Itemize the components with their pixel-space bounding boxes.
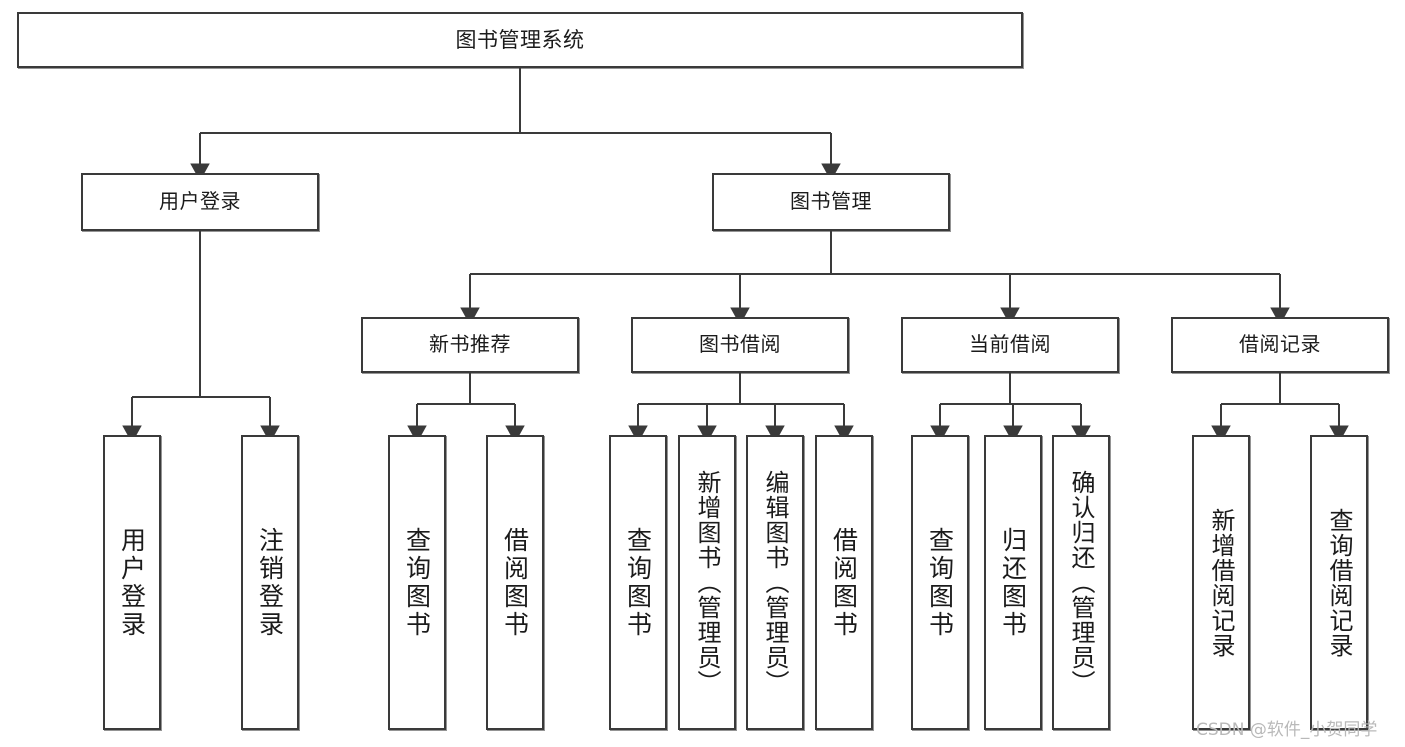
node-leaf_bb_add[interactable]: 新增图书（管理员） [678, 435, 736, 730]
node-label-leaf_rec_borrow: 借阅图书 [500, 526, 530, 639]
node-label-book_borrow: 图书借阅 [699, 332, 781, 357]
node-leaf_br_add[interactable]: 新增借阅记录 [1192, 435, 1250, 730]
node-leaf_bb_query[interactable]: 查询图书 [609, 435, 667, 730]
node-user_login[interactable]: 用户登录 [81, 173, 319, 231]
node-label-current_borrow: 当前借阅 [969, 332, 1051, 357]
node-label-leaf_user_logout: 注销登录 [255, 526, 285, 639]
watermark-label: CSDN @软件_小贺同学 [1196, 720, 1378, 740]
node-leaf_cb_return[interactable]: 归还图书 [984, 435, 1042, 730]
node-label-leaf_bb_borrow: 借阅图书 [829, 526, 859, 639]
node-leaf_rec_borrow[interactable]: 借阅图书 [486, 435, 544, 730]
connector-edges [122, 68, 1349, 444]
node-label-root: 图书管理系统 [455, 27, 585, 52]
node-leaf_rec_query[interactable]: 查询图书 [388, 435, 446, 730]
node-label-leaf_cb_return: 归还图书 [998, 526, 1028, 639]
node-leaf_user_logout[interactable]: 注销登录 [241, 435, 299, 730]
node-leaf_cb_confirm[interactable]: 确认归还（管理员） [1052, 435, 1110, 730]
node-leaf_cb_query[interactable]: 查询图书 [911, 435, 969, 730]
node-label-leaf_br_add: 新增借阅记录 [1207, 507, 1235, 658]
node-leaf_br_query[interactable]: 查询借阅记录 [1310, 435, 1368, 730]
node-label-leaf_rec_query: 查询图书 [402, 526, 432, 639]
node-label-borrow_record: 借阅记录 [1239, 332, 1321, 357]
node-label-leaf_cb_query: 查询图书 [925, 526, 955, 639]
node-borrow_record[interactable]: 借阅记录 [1171, 317, 1389, 373]
node-label-leaf_bb_add: 新增图书（管理员） [693, 470, 721, 695]
node-label-new_book_rec: 新书推荐 [429, 332, 511, 357]
node-leaf_bb_edit[interactable]: 编辑图书（管理员） [746, 435, 804, 730]
node-leaf_user_login[interactable]: 用户登录 [103, 435, 161, 730]
node-label-user_login: 用户登录 [159, 189, 241, 214]
node-label-leaf_cb_confirm: 确认归还（管理员） [1067, 470, 1095, 695]
node-book_mgmt[interactable]: 图书管理 [712, 173, 950, 231]
node-label-leaf_user_login: 用户登录 [117, 526, 147, 639]
node-label-leaf_bb_edit: 编辑图书（管理员） [761, 470, 789, 695]
node-label-leaf_bb_query: 查询图书 [623, 526, 653, 639]
node-book_borrow[interactable]: 图书借阅 [631, 317, 849, 373]
node-current_borrow[interactable]: 当前借阅 [901, 317, 1119, 373]
node-root[interactable]: 图书管理系统 [17, 12, 1023, 68]
node-leaf_bb_borrow[interactable]: 借阅图书 [815, 435, 873, 730]
node-new_book_rec[interactable]: 新书推荐 [361, 317, 579, 373]
node-label-book_mgmt: 图书管理 [790, 189, 872, 214]
node-label-leaf_br_query: 查询借阅记录 [1325, 507, 1353, 658]
